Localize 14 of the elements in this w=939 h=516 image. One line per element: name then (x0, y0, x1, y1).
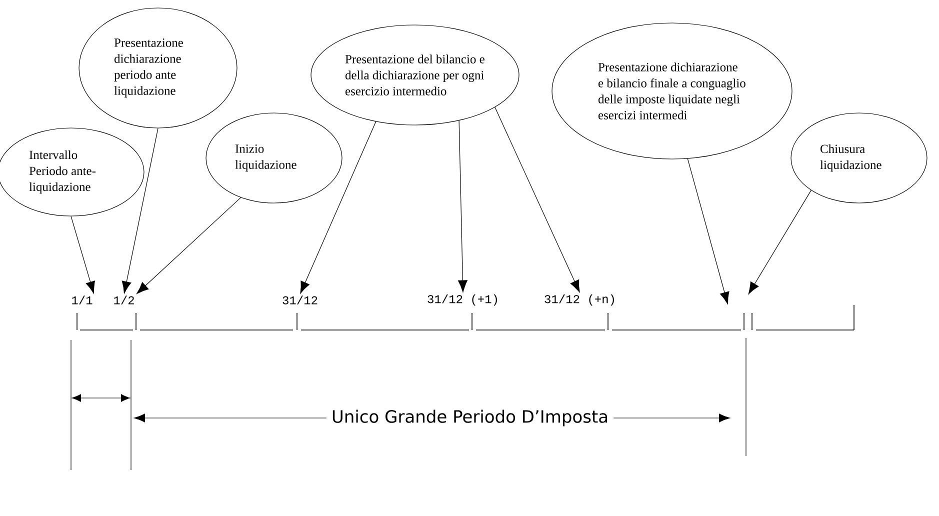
arrow (494, 107, 580, 292)
arrow (70, 216, 96, 294)
arrow (458, 120, 468, 292)
dimension-label: Unico Grande Periodo D’Imposta (326, 404, 614, 432)
date-label: 31/12 (282, 296, 318, 304)
arrow (300, 121, 376, 294)
date-label: 1/2 (114, 296, 134, 304)
date-label: 31/12 (+n) (544, 294, 614, 306)
arrow (687, 158, 730, 304)
arrow (748, 190, 812, 294)
date-label: 31/12 (+1) (428, 294, 497, 306)
date-label: 1/1 (72, 296, 92, 304)
arrow (136, 197, 242, 294)
arrow (122, 128, 158, 294)
